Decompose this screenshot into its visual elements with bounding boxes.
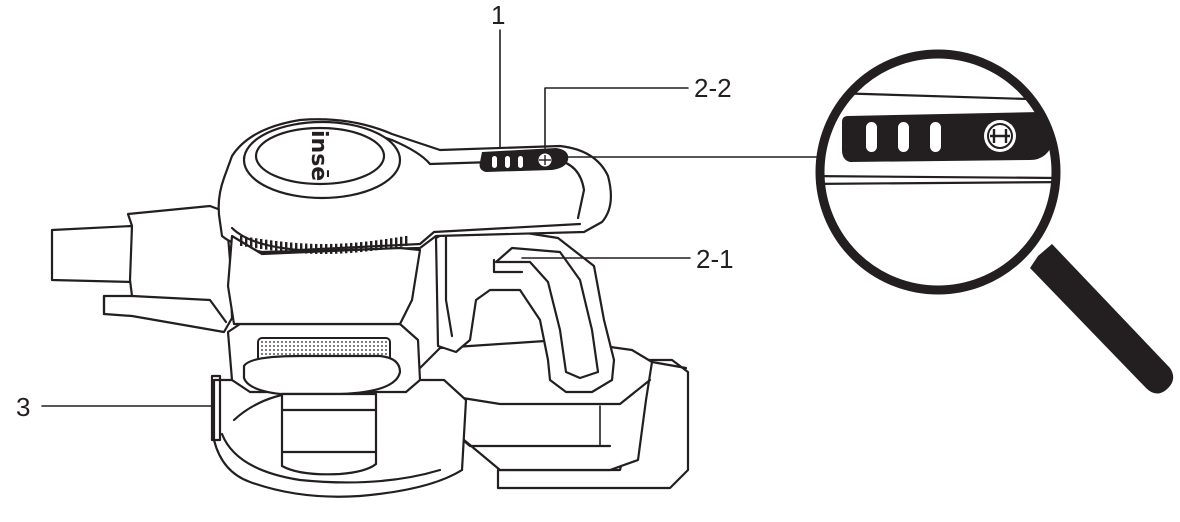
zoom-battery-led-1 xyxy=(866,122,877,152)
leader-lines xyxy=(41,29,821,407)
vent-slot xyxy=(345,243,348,254)
vent-slot xyxy=(310,243,313,254)
vent-slot xyxy=(285,242,288,253)
vent-slot xyxy=(355,242,358,253)
vent-slot xyxy=(305,243,308,254)
zoom-power-button-icon xyxy=(984,120,1016,152)
dust-bin xyxy=(210,322,468,498)
vent-slot xyxy=(320,243,323,254)
handle xyxy=(434,230,616,394)
vent-slot xyxy=(365,241,368,252)
vent-slot xyxy=(390,238,393,249)
vent-slot xyxy=(255,238,258,249)
vent-slot xyxy=(245,236,248,247)
nozzle xyxy=(50,204,234,334)
vent-slot xyxy=(265,239,268,250)
vent-slot xyxy=(330,243,333,254)
vent-slot xyxy=(350,242,353,253)
vent-slot xyxy=(375,240,378,251)
vent-slot xyxy=(295,242,298,253)
battery-led-2 xyxy=(505,156,510,168)
vent-slot xyxy=(385,238,388,249)
vent-slot xyxy=(260,238,263,249)
callout-2-2: 2-2 xyxy=(694,73,732,103)
callout-2-1: 2-1 xyxy=(696,244,734,274)
vent-slot xyxy=(400,236,403,247)
callout-1: 1 xyxy=(491,0,505,30)
vent-slot xyxy=(395,237,398,248)
vent-slot xyxy=(240,236,243,246)
battery-led-1 xyxy=(492,156,497,168)
brand-cap: insē xyxy=(242,120,402,200)
power-button-icon[interactable] xyxy=(538,153,552,167)
brand-logo: insē xyxy=(306,130,331,181)
vent-grille xyxy=(240,236,408,254)
vent-slot xyxy=(270,240,273,251)
vent-slot xyxy=(275,240,278,251)
callout-3: 3 xyxy=(16,392,30,422)
vent-slot xyxy=(300,243,303,254)
battery-led-3 xyxy=(518,156,523,168)
vent-slot xyxy=(280,241,283,252)
vent-slot xyxy=(250,237,253,248)
zoom-battery-led-3 xyxy=(930,122,941,152)
vent-slot xyxy=(335,243,338,254)
vent-slot xyxy=(380,239,383,250)
magnifier-icon xyxy=(815,49,1174,394)
vent-slot xyxy=(340,243,343,254)
vent-slot xyxy=(360,242,363,253)
vent-slot xyxy=(315,243,318,254)
vent-slot xyxy=(325,243,328,254)
vent-slot xyxy=(405,236,408,246)
vent-slot xyxy=(290,242,293,253)
control-panel xyxy=(479,148,569,172)
vent-slot xyxy=(370,240,373,251)
zoom-battery-led-2 xyxy=(898,122,909,152)
